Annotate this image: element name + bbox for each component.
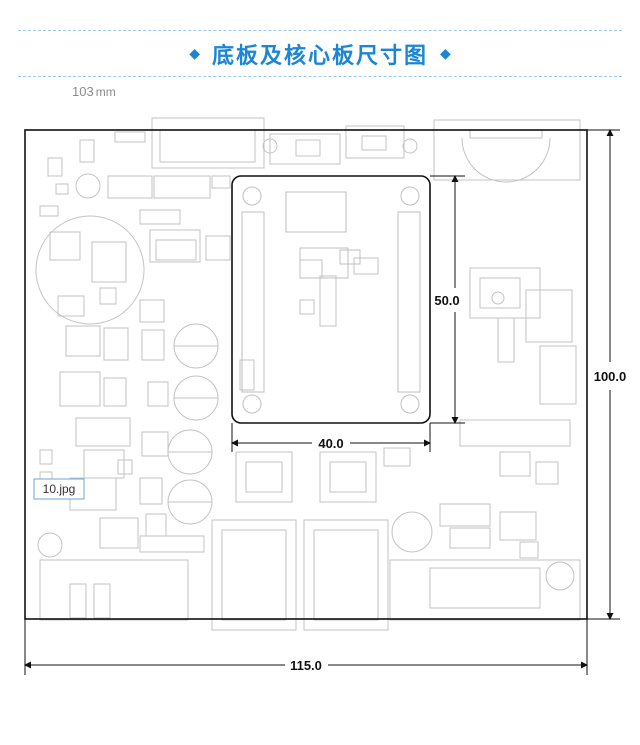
diamond-right-icon: ◆ bbox=[440, 46, 451, 62]
core-width-label: 40.0 bbox=[318, 436, 343, 451]
image-filename-tag: 10.jpg bbox=[33, 478, 85, 500]
dimension-baseboard-height: 100.0 bbox=[587, 129, 627, 620]
dimension-core-width: 40.0 bbox=[231, 423, 431, 452]
dimension-baseboard-width: 115.0 bbox=[24, 619, 588, 675]
board-size-unit: mm bbox=[95, 85, 116, 99]
baseboard-height-label: 100.0 bbox=[594, 369, 627, 384]
bottom-dashed-rule bbox=[18, 76, 622, 77]
baseboard-outline bbox=[24, 129, 588, 620]
page-title: 底板及核心板尺寸图 bbox=[211, 44, 428, 69]
board-size-value: 103 bbox=[72, 84, 94, 99]
baseboard-width-label: 115.0 bbox=[290, 658, 322, 673]
top-dashed-rule bbox=[18, 30, 622, 31]
core-board-silkscreen bbox=[241, 186, 421, 414]
dimension-core-height: 50.0 bbox=[430, 175, 465, 424]
core-height-label: 50.0 bbox=[434, 293, 459, 308]
diamond-left-icon: ◆ bbox=[189, 46, 200, 62]
title-row: ◆ 底板及核心板尺寸图 ◆ bbox=[0, 36, 640, 72]
baseboard-silkscreen bbox=[35, 117, 581, 631]
image-filename-label: 10.jpg bbox=[43, 482, 76, 496]
core-board bbox=[231, 175, 431, 424]
